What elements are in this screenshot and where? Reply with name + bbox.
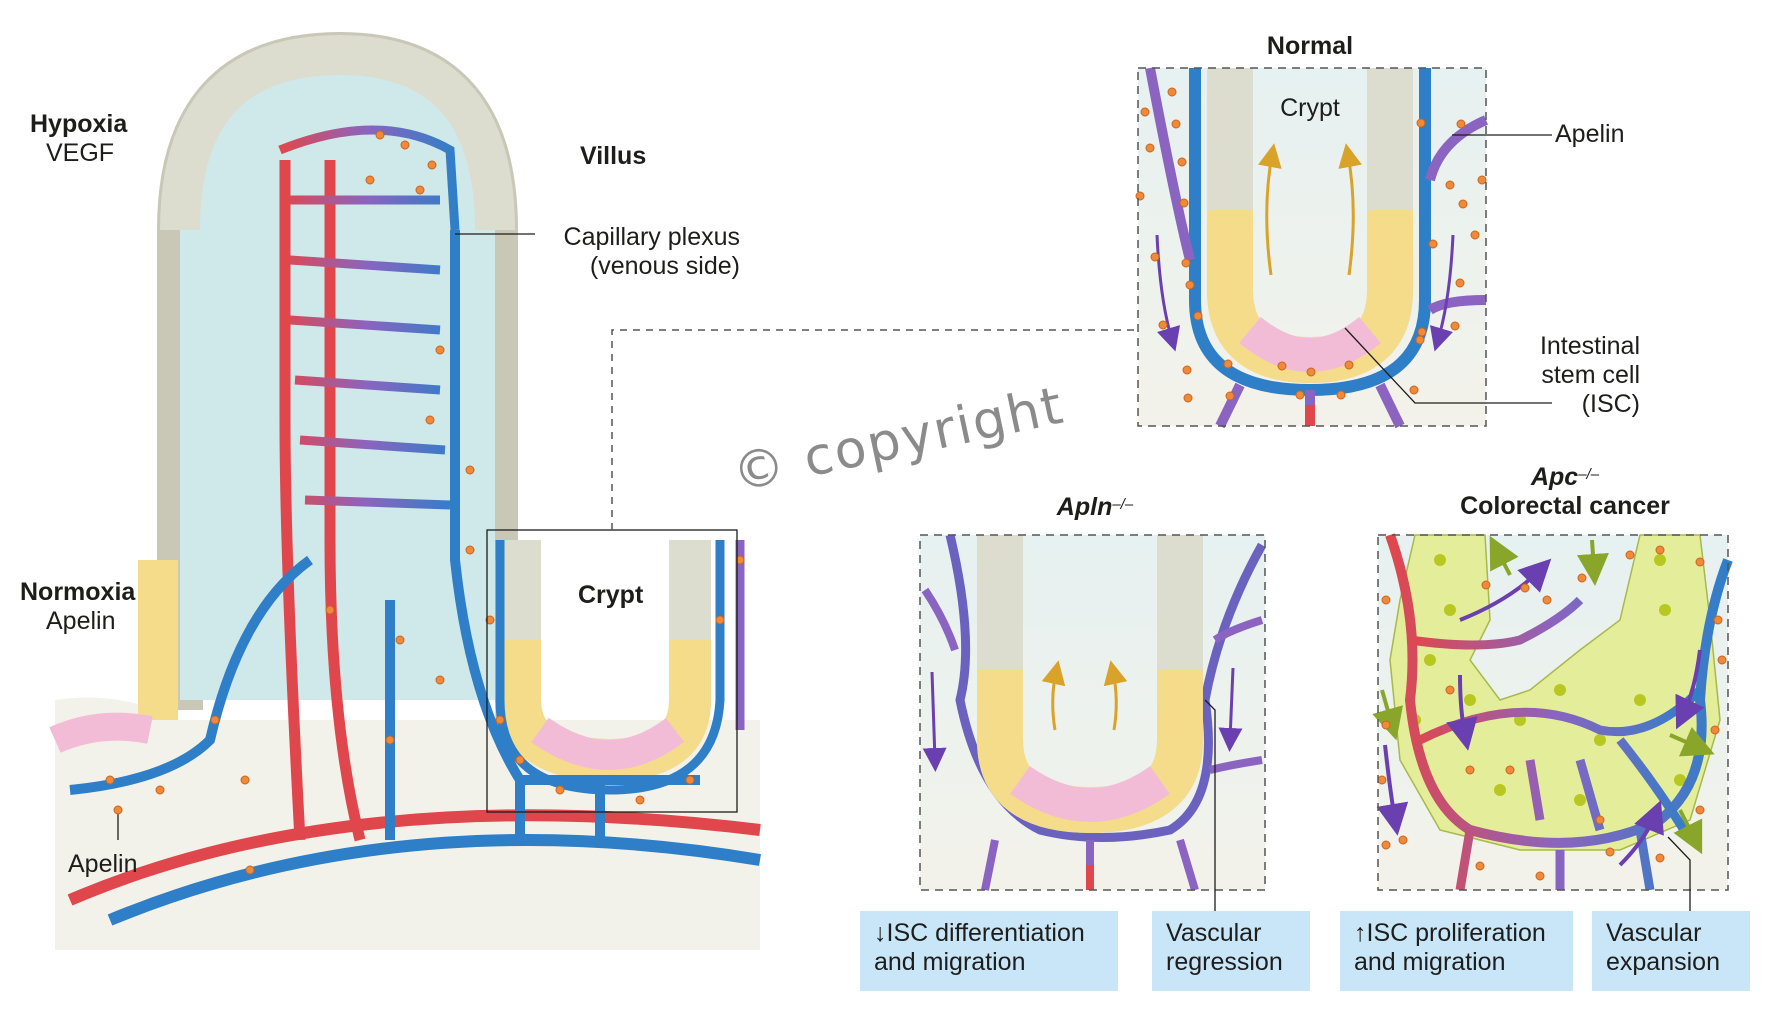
- crypt-stem-cells: [531, 717, 685, 770]
- isc-label-line1: Intestinal: [1539, 332, 1640, 360]
- normal-flow-arrow-left: [1155, 234, 1181, 352]
- apc-panel-title: Apc–/– Colorectal cancer: [1400, 463, 1730, 521]
- apln-flow-arrow-left: [922, 671, 947, 772]
- isc-differentiation-box: ↓ISC differentiation and migration: [860, 911, 1118, 991]
- apc-tumor-arrow-5: [1673, 809, 1703, 855]
- apln-genotype-sup: –/–: [1112, 496, 1134, 513]
- isc-proliferation-line2: and migration: [1354, 948, 1506, 976]
- apln-knockout-illustration: [919, 533, 1266, 915]
- apln-regressed-vessel: [945, 533, 1266, 842]
- villus-label: Villus: [580, 142, 647, 170]
- normal-migration-arrow-left: [1258, 143, 1282, 276]
- apelin-label-left: Apelin: [68, 850, 138, 878]
- vascular-regression-line1: Vascular: [1166, 919, 1262, 947]
- apln-migration-arrow-left: [1041, 660, 1066, 731]
- apln-panel-title: Apln–/–: [1020, 493, 1170, 522]
- normal-panel-frame: [1137, 67, 1487, 427]
- isc-label-line2: stem cell: [1541, 361, 1640, 389]
- apc-gene-name: Apc: [1530, 463, 1579, 491]
- pericryptal-vessel: [495, 540, 725, 795]
- apln-migration-arrow-right: [1103, 660, 1128, 731]
- villus-cell-layer: [160, 34, 515, 231]
- normal-crypt-label: Crypt: [1280, 94, 1340, 122]
- normal-apelin-label: Apelin: [1555, 120, 1625, 148]
- apelin-dot-callout: [113, 805, 123, 815]
- normal-migration-arrow-right: [1338, 143, 1362, 276]
- apc-tumor-arrow-4: [1669, 726, 1715, 757]
- apc-flow-arrow-2: [1446, 674, 1478, 751]
- apelin-dots-normal: [1135, 87, 1487, 403]
- normal-panel-illustration: [1135, 67, 1552, 429]
- isc-label: Intestinal stem cell (ISC): [1480, 332, 1640, 419]
- apelin-dots-apc: [1377, 545, 1727, 881]
- regression-leader-line: [1204, 699, 1216, 915]
- hypoxia-title: Hypoxia: [30, 110, 128, 138]
- apc-panel-subtitle: Colorectal cancer: [1460, 492, 1670, 520]
- isc-differentiation-line2: and migration: [874, 948, 1026, 976]
- villus-crypt-illustration: [49, 32, 1138, 950]
- left-crypt-stem-cells: [49, 712, 153, 753]
- apc-tumor-arrow-2: [1576, 539, 1609, 586]
- apln-stem-cells: [1010, 765, 1170, 822]
- vascular-expansion-box: Vascular expansion: [1592, 911, 1750, 991]
- left-crypt-label: Crypt: [578, 581, 644, 609]
- apc-cancer-illustration: [1372, 533, 1733, 915]
- apln-flow-arrow-right: [1218, 667, 1243, 752]
- apc-flow-arrow-3: [1675, 649, 1705, 730]
- submucosal-artery: [67, 809, 761, 906]
- apc-tumor-arrow-1: [1489, 535, 1519, 576]
- apc-tumor-arrow-3: [1372, 689, 1403, 741]
- normal-panel-title: Normal: [1266, 32, 1354, 60]
- normoxia-title: Normoxia: [20, 578, 136, 606]
- villus-lamina-propria: [180, 55, 495, 700]
- submucosal-vein: [107, 834, 761, 926]
- apc-flow-arrow-1: [1459, 558, 1552, 622]
- apln-branch-vessels: [921, 587, 1264, 892]
- isc-leader-line: [1344, 327, 1552, 404]
- vascular-regression-line2: regression: [1166, 948, 1283, 976]
- venous-capillaries: [69, 230, 700, 840]
- zoom-connector-line: [611, 329, 1138, 530]
- vascular-expansion-line1: Vascular: [1606, 919, 1702, 947]
- capillary-plexus-label: Capillary plexus (venous side): [540, 223, 740, 281]
- capillary-plexus: [278, 125, 460, 510]
- apln-panel-frame: [919, 534, 1266, 891]
- isc-differentiation-line1: ↓ISC differentiation: [874, 919, 1085, 947]
- normoxia-factor: Apelin: [46, 607, 116, 635]
- apc-panel-frame: [1377, 534, 1729, 891]
- apc-genotype-sup: –/–: [1578, 466, 1600, 483]
- vascular-regression-box: Vascular regression: [1152, 911, 1310, 991]
- apc-flow-arrow-5: [1618, 800, 1664, 867]
- expansion-leader-line: [1667, 836, 1691, 915]
- apc-flow-arrow-4: [1376, 744, 1409, 836]
- hypoxia-factor: VEGF: [46, 139, 115, 167]
- apln-gene-name: Apln: [1056, 493, 1113, 521]
- capillary-plexus-label-line1: Capillary plexus: [563, 223, 740, 251]
- isc-proliferation-box: ↑ISC proliferation and migration: [1340, 911, 1573, 991]
- normal-flow-arrow-right: [1429, 234, 1455, 352]
- capillary-plexus-label-line2: (venous side): [589, 252, 740, 280]
- isc-label-line3: (ISC): [1581, 390, 1640, 418]
- isc-proliferation-line1: ↑ISC proliferation: [1354, 919, 1546, 947]
- apelin-dots-left: [105, 130, 745, 875]
- vascular-expansion-line2: expansion: [1606, 948, 1720, 976]
- apc-neovessels: [1409, 596, 1704, 891]
